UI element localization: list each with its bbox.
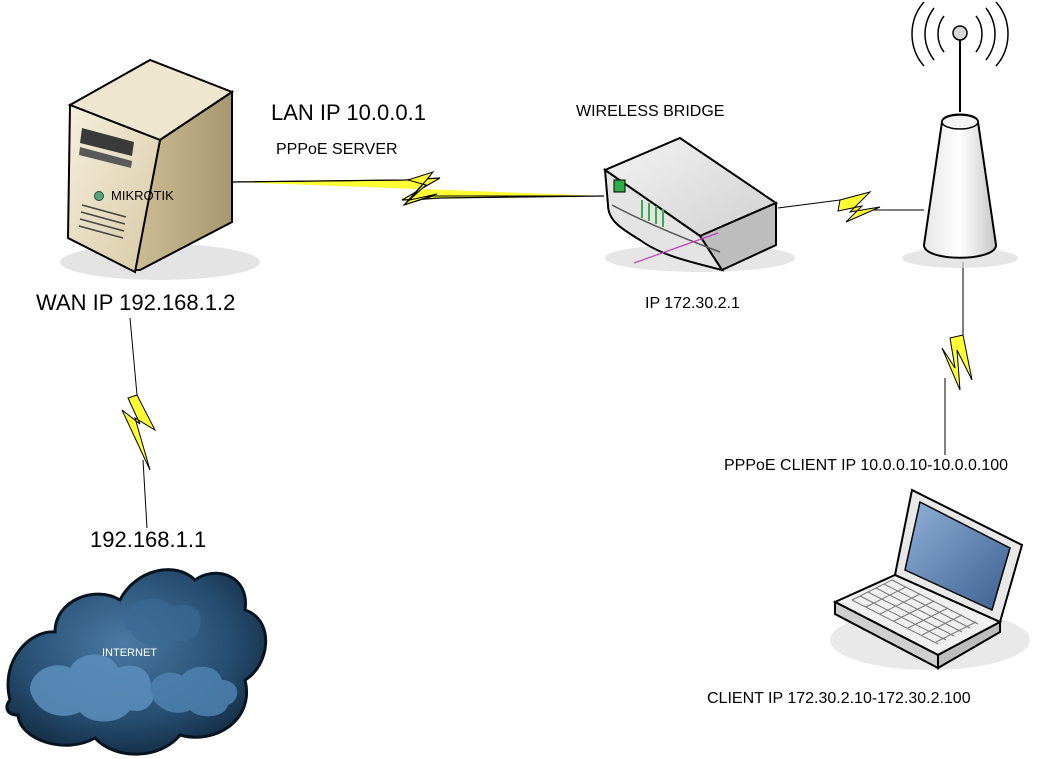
wan-ip-label: WAN IP 192.168.1.2 — [36, 290, 236, 315]
gateway-ip-label: 192.168.1.1 — [90, 527, 207, 552]
lan-ip-label: LAN IP 10.0.0.1 — [271, 100, 426, 125]
server-icon — [60, 58, 260, 280]
antenna-tower-icon — [902, 1, 1018, 268]
internet-cloud-icon — [5, 568, 268, 756]
pppoe-server-label: PPPoE SERVER — [276, 141, 398, 158]
internet-label: INTERNET — [102, 647, 157, 659]
wireless-bridge-label: WIRELESS BRIDGE — [576, 103, 725, 120]
client-ip-label: CLIENT IP 172.30.2.10-172.30.2.100 — [707, 690, 971, 707]
link-bridge-antenna — [777, 191, 924, 223]
laptop-icon — [830, 488, 1030, 670]
pppoe-client-ip-label: PPPoE CLIENT IP 10.0.0.10-10.0.0.100 — [724, 457, 1009, 474]
server-name-label: MIKROTIK — [111, 188, 174, 203]
link-antenna-client — [941, 262, 973, 455]
wireless-bridge-icon — [602, 136, 795, 272]
link-server-bridge — [231, 171, 605, 207]
link-server-internet — [121, 317, 157, 529]
bridge-ip-label: IP 172.30.2.1 — [645, 295, 740, 312]
